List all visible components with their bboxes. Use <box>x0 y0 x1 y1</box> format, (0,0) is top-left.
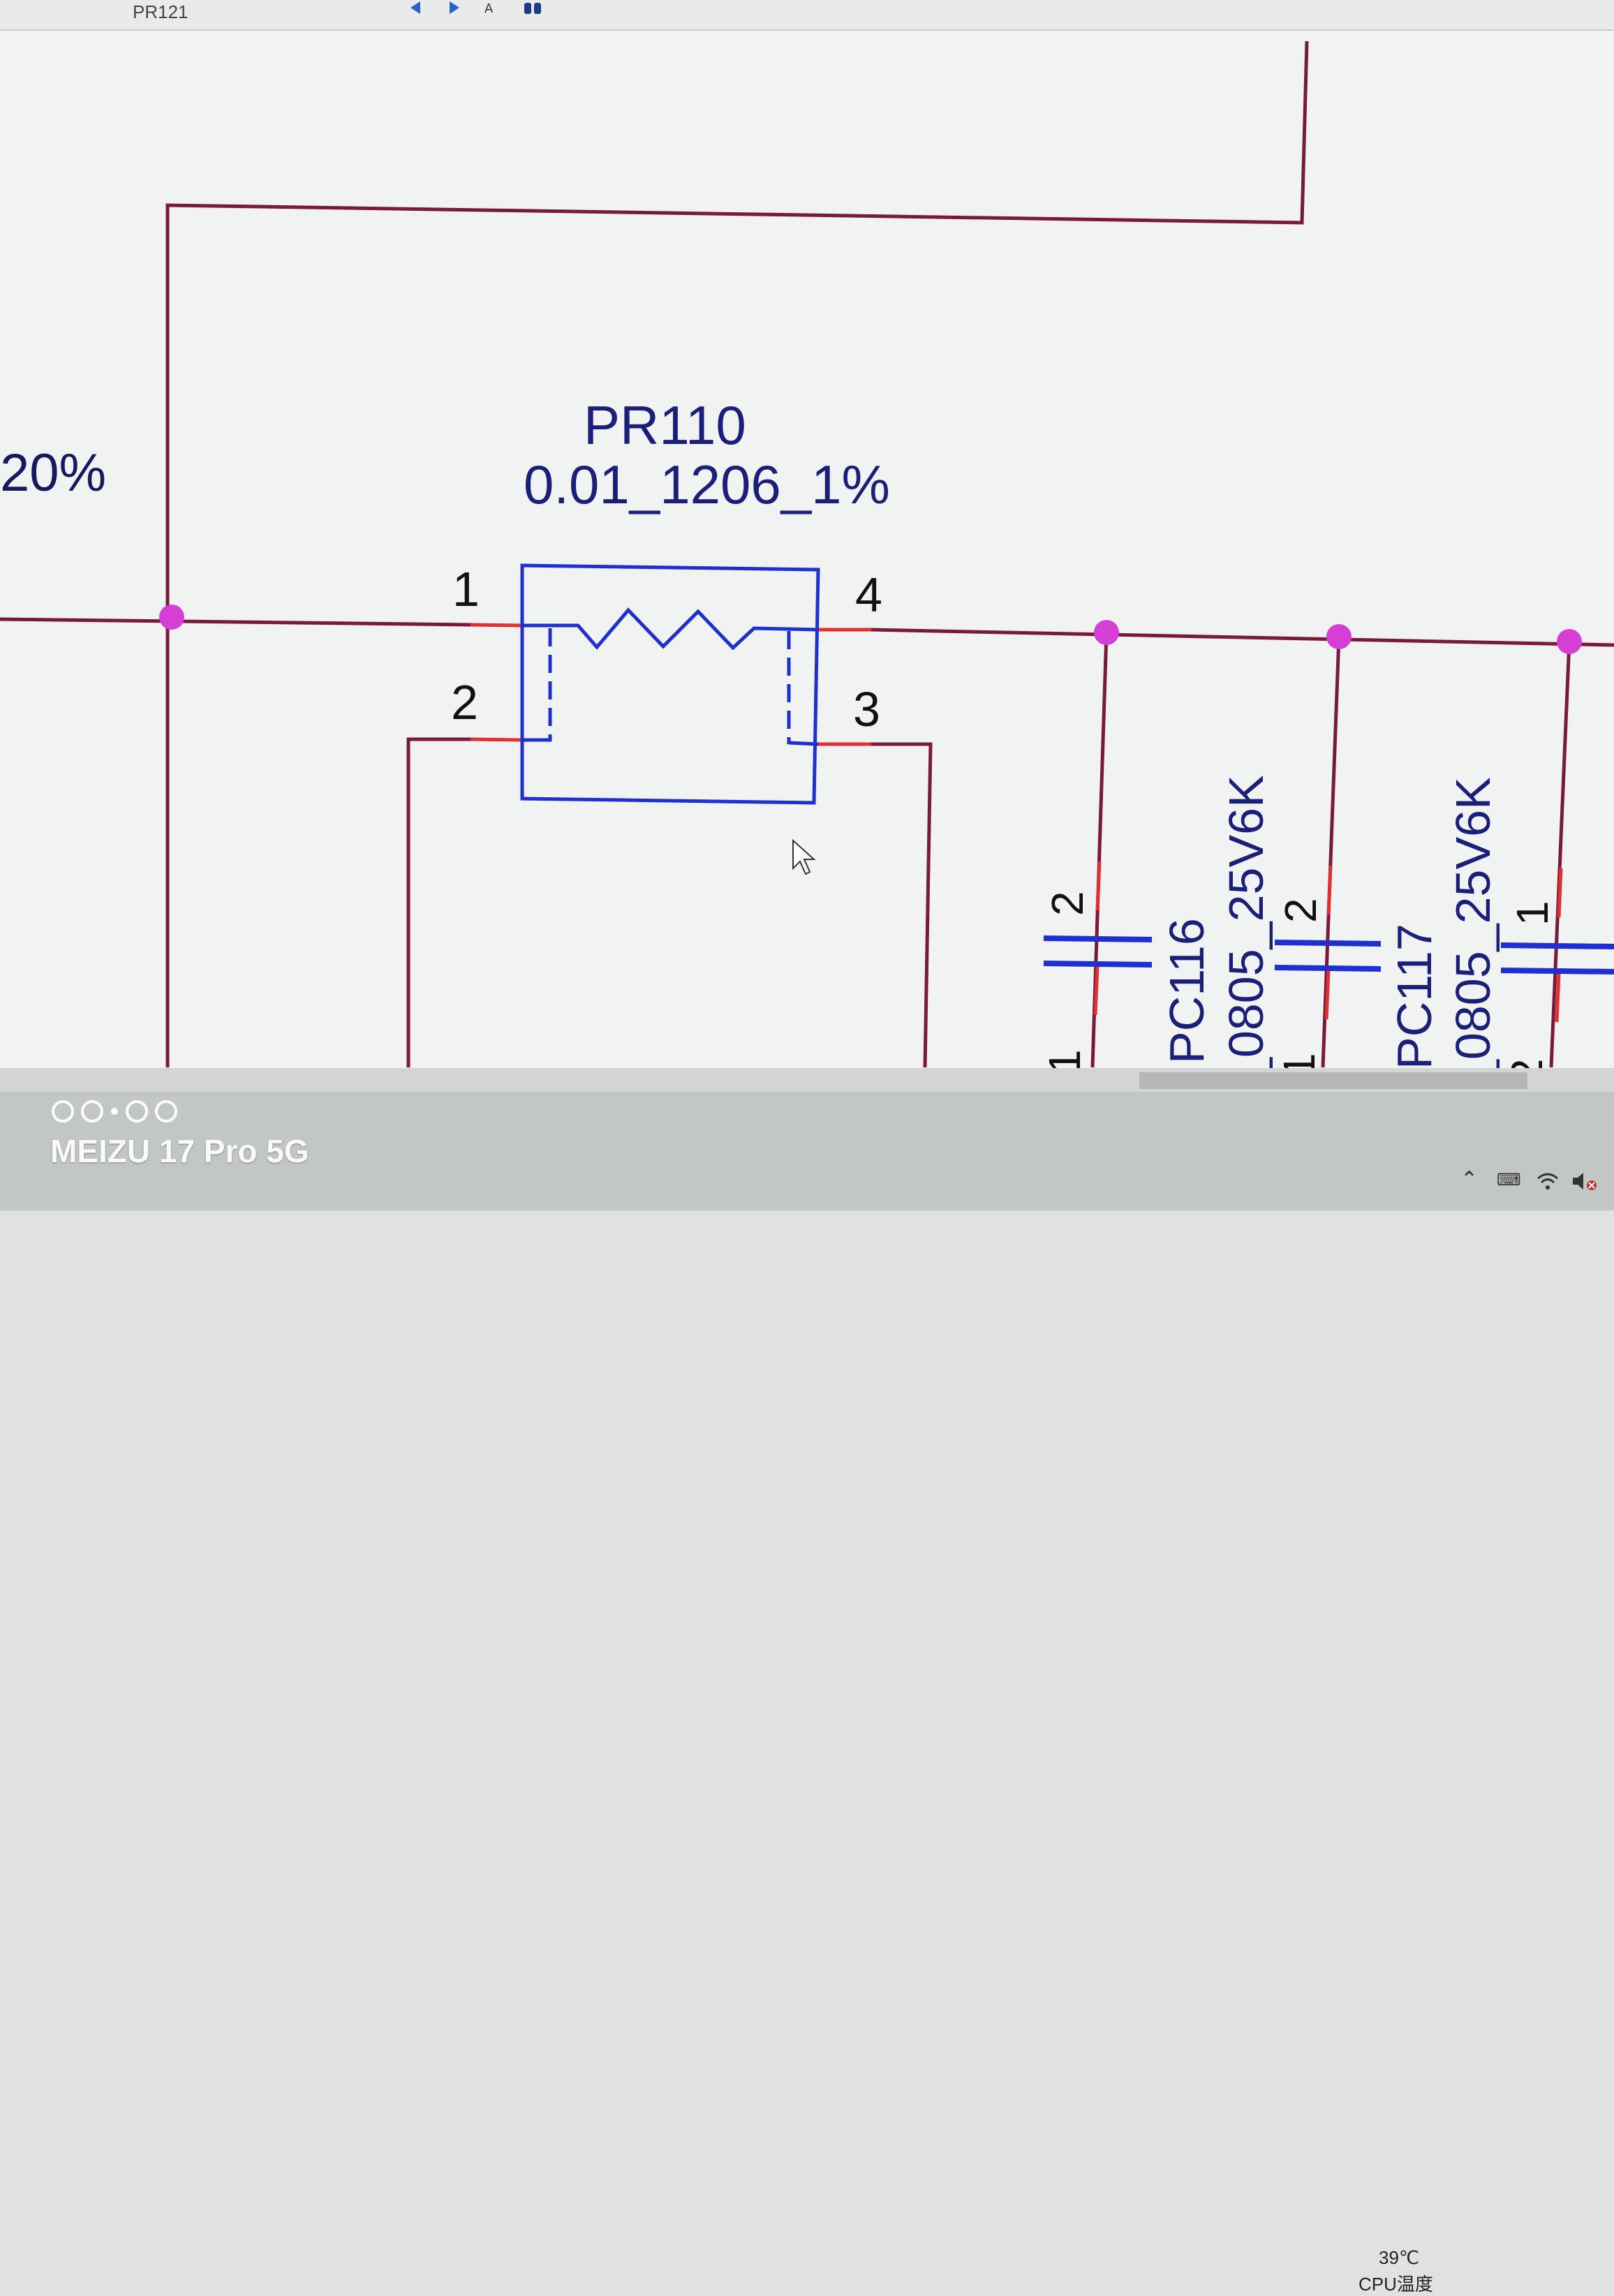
toolbar: PR121 A <box>0 0 1614 31</box>
watermark-model: MEIZU 17 Pro 5G <box>50 1133 309 1169</box>
back-arrow-icon[interactable] <box>405 0 426 15</box>
svg-text:A: A <box>484 1 494 15</box>
wire-sense-left <box>406 737 471 1067</box>
cpu-temperature-label: CPU温度 <box>1358 2274 1433 2295</box>
wire-top-frame <box>165 40 1309 1067</box>
wire-cap3 <box>1549 641 1571 1068</box>
resistor-pr110-symbol <box>520 563 820 805</box>
doc-tab-label[interactable]: PR121 <box>133 1 188 22</box>
ime-icon[interactable]: ⌨ <box>1497 1170 1521 1190</box>
resistor-pin-4: 4 <box>855 568 882 622</box>
junction-dot <box>159 605 184 630</box>
scrollbar-thumb[interactable] <box>1139 1072 1527 1089</box>
junction-dot <box>1557 629 1582 654</box>
text-icon[interactable]: A <box>482 0 503 15</box>
chevron-up-icon[interactable]: ⌃ <box>1460 1167 1479 1192</box>
cap-pc116-value[interactable]: J_0805_25V6K <box>1219 775 1273 1109</box>
wire-cap2 <box>1321 636 1341 1068</box>
watermark-dots <box>50 1097 190 1125</box>
cap-pc117-value[interactable]: J_0805_25V6K <box>1446 777 1500 1111</box>
junction-dot <box>1326 624 1352 649</box>
forward-arrow-icon[interactable] <box>444 0 465 15</box>
resistor-designator[interactable]: PR110 <box>584 394 746 456</box>
wire-main-net <box>871 628 1614 647</box>
cap-pc117-designator[interactable]: PC117 <box>1387 924 1442 1069</box>
binoculars-icon[interactable] <box>522 0 543 15</box>
cap-pc116-designator[interactable]: PC116 <box>1160 918 1214 1064</box>
horizontal-scrollbar[interactable] <box>0 1068 1614 1092</box>
resistor-value[interactable]: 0.01_1206_1% <box>524 454 890 515</box>
resistor-pin-2: 2 <box>451 675 478 729</box>
wifi-icon[interactable] <box>1536 1170 1560 1191</box>
volume-muted-icon[interactable] <box>1571 1170 1599 1192</box>
cap-pc117-pin-top: 2 <box>1275 898 1326 923</box>
schematic-drawing <box>0 40 1614 1068</box>
cpu-temperature: 39℃ <box>1379 2247 1420 2268</box>
wire-left-in <box>0 617 471 627</box>
mouse-cursor-icon <box>792 838 816 875</box>
cap3-pin-top: 1 <box>1507 901 1557 926</box>
wire-sense-right <box>871 742 933 1068</box>
net-label-left: 20% <box>0 443 107 503</box>
resistor-pin-1: 1 <box>452 562 480 616</box>
schematic-canvas[interactable]: 20% PR110 0.01_1206_1% 1 2 3 4 2 1 PC116… <box>0 31 1614 1111</box>
junction-dot <box>1094 620 1119 645</box>
resistor-pin-3: 3 <box>853 682 880 736</box>
cap-pc116-pin-top: 2 <box>1042 891 1093 916</box>
